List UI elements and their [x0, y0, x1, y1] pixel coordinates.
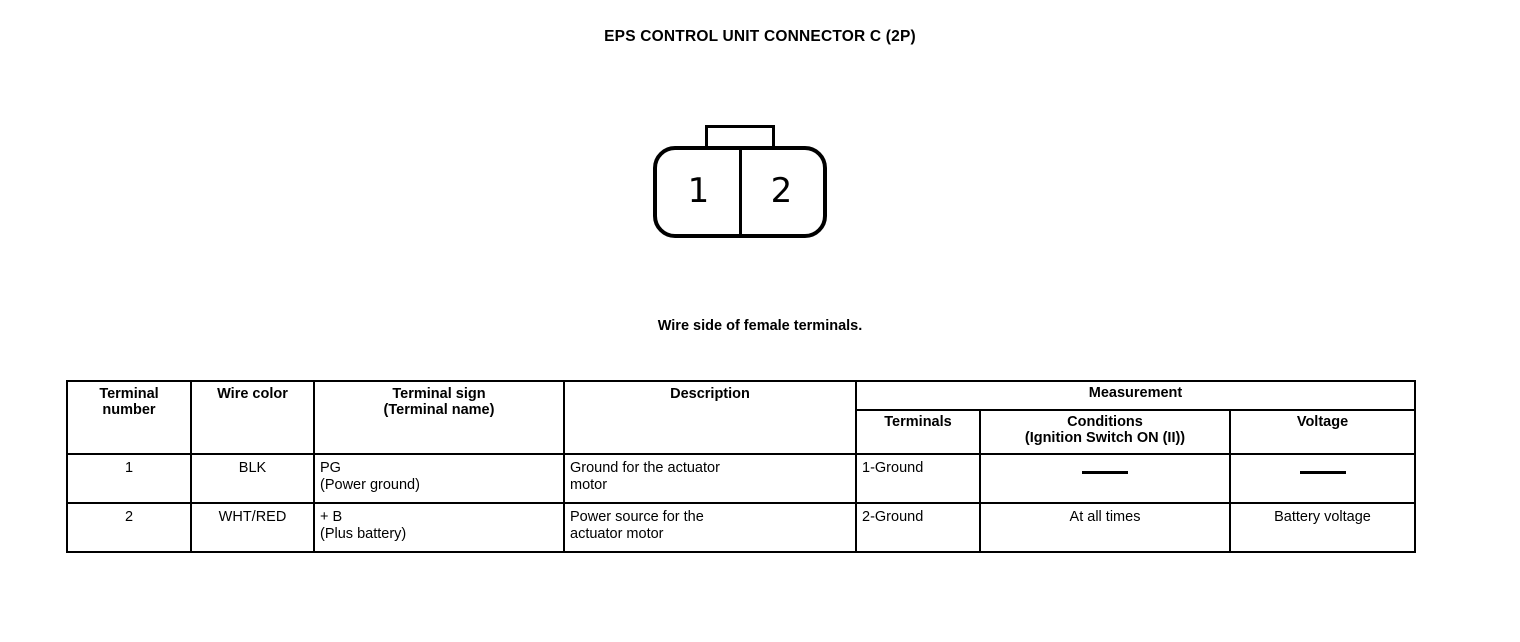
- header-terminals: Terminals: [855, 409, 981, 455]
- value-description-line1: Ground for the actuator: [570, 460, 720, 476]
- header-terminal-number-line2: number: [102, 402, 156, 419]
- cell-terminal-number: 1: [66, 453, 192, 504]
- em-dash-icon: [1299, 470, 1346, 474]
- value-terminal-number: 1: [124, 460, 134, 476]
- table-row: 1 BLK PG (Power ground) Ground for the a…: [66, 453, 1417, 504]
- header-terminal-number: Terminal number: [66, 380, 192, 455]
- cell-conditions: At all times: [979, 502, 1231, 553]
- header-terminal-sign-line2: (Terminal name): [383, 402, 495, 419]
- table-subheader-row: Terminals Conditions (Ignition Switch ON…: [67, 409, 1417, 455]
- cell-terminals: 1-Ground: [855, 453, 981, 504]
- header-voltage: Voltage: [1228, 409, 1417, 455]
- value-description-line2: actuator motor: [570, 525, 664, 542]
- connector-diagram: 1 2: [653, 125, 833, 243]
- cell-terminal-sign: PG (Power ground): [313, 453, 565, 504]
- value-voltage: Battery voltage: [1274, 509, 1371, 525]
- header-conditions-line1: Conditions: [1067, 414, 1143, 430]
- value-wire-color: WHT/RED: [218, 509, 287, 525]
- cell-voltage: [1228, 453, 1417, 504]
- value-terminal-number: 2: [124, 509, 134, 525]
- cell-terminal-sign: + B (Plus battery): [313, 502, 565, 553]
- header-conditions-line2: (Ignition Switch ON (II)): [1024, 430, 1186, 447]
- value-terminals: 1-Ground: [862, 460, 924, 476]
- cell-terminals: 2-Ground: [855, 502, 981, 553]
- value-description-line2: motor: [570, 476, 608, 493]
- value-voltage: [1231, 455, 1414, 481]
- value-terminal-sign-line1: + B: [320, 509, 343, 525]
- header-measurement-label: Measurement: [1088, 385, 1183, 401]
- diagram-caption: Wire side of female terminals.: [657, 318, 863, 334]
- value-terminal-sign-line1: PG: [320, 460, 341, 476]
- header-description-label: Description: [670, 386, 750, 402]
- header-terminals-label: Terminals: [884, 414, 952, 430]
- value-terminal-sign-line2: (Plus battery): [320, 525, 407, 542]
- cell-description: Power source for the actuator motor: [563, 502, 857, 553]
- cell-conditions: [979, 453, 1231, 504]
- page-title: EPS CONTROL UNIT CONNECTOR C (2P): [604, 28, 916, 45]
- value-description-line1: Power source for the: [570, 509, 704, 525]
- em-dash-icon: [1082, 470, 1128, 474]
- header-terminal-number-line1: Terminal: [99, 386, 159, 402]
- value-conditions: At all times: [1069, 509, 1141, 525]
- connector-pin-divider: [739, 146, 742, 238]
- header-terminal-sign-line1: Terminal sign: [392, 386, 486, 402]
- header-conditions: Conditions (Ignition Switch ON (II)): [979, 409, 1231, 455]
- cell-wire-color: BLK: [190, 453, 315, 504]
- connector-locking-tab-icon: [705, 125, 775, 149]
- terminal-table: Terminal number Wire color Terminal sign…: [66, 380, 1417, 553]
- value-terminal-sign-line2: (Power ground): [320, 476, 420, 493]
- cell-description: Ground for the actuator motor: [563, 453, 857, 504]
- cell-terminal-number: 2: [66, 502, 192, 553]
- terminal-table-container: Terminal number Wire color Terminal sign…: [66, 380, 1417, 553]
- table-header-group-row: Terminal number Wire color Terminal sign…: [66, 380, 1417, 455]
- header-wire-color: Wire color: [190, 380, 315, 455]
- header-measurement-group: Measurement: [854, 380, 1417, 411]
- header-terminal-sign: Terminal sign (Terminal name): [313, 380, 565, 455]
- cell-wire-color: WHT/RED: [190, 502, 315, 553]
- value-conditions: [981, 455, 1229, 481]
- header-voltage-label: Voltage: [1296, 414, 1349, 430]
- header-description: Description: [563, 380, 857, 455]
- cell-voltage: Battery voltage: [1228, 502, 1417, 553]
- header-wire-color-label: Wire color: [217, 386, 288, 402]
- table-row: 2 WHT/RED + B (Plus battery) Power sourc…: [66, 502, 1417, 553]
- value-terminals: 2-Ground: [862, 509, 924, 525]
- connector-pin-1: 1: [687, 171, 710, 211]
- value-wire-color: BLK: [238, 460, 267, 476]
- connector-pin-2: 2: [770, 171, 793, 211]
